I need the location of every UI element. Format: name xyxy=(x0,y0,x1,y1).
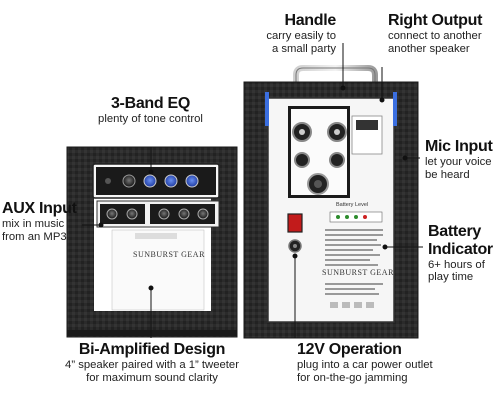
callout-battery-title-1: Battery xyxy=(428,223,482,240)
callout-12v-line-1: plug into a car power outlet xyxy=(297,358,433,371)
left-speaker-unit xyxy=(66,146,238,338)
callout-right-output-line-1: connect to another xyxy=(388,29,482,42)
callout-aux-input-line-2: from an MP3 xyxy=(2,230,67,243)
callout-handle-title: Handle xyxy=(284,12,336,29)
callout-bi-amp-line-1: 4” speaker paired with a 1” tweeter xyxy=(65,358,239,371)
callout-eq: 3-Band EQ plenty of tone control xyxy=(78,95,223,126)
callout-mic-input-line-1: let your voice xyxy=(425,155,492,168)
callout-battery-title-2: Indicator xyxy=(428,240,493,258)
battery-level-label: Battery Level xyxy=(336,202,369,208)
callout-battery-line-2: play time xyxy=(428,271,474,284)
callout-aux-input-line-1: mix in music xyxy=(2,217,65,230)
treble-knob[interactable] xyxy=(185,174,199,188)
right-output-jack[interactable] xyxy=(356,120,378,130)
callout-12v-title: 12V Operation xyxy=(297,341,402,358)
power-switch[interactable] xyxy=(287,213,303,233)
callout-right-output: Right Output connect to another another … xyxy=(388,12,500,55)
callout-handle-line-2: a small party xyxy=(271,42,336,55)
callout-handle-line-1: carry easily to xyxy=(266,29,336,42)
pointer-lines xyxy=(82,43,423,338)
brand-logo-right: SUNBURST GEAR xyxy=(322,268,394,277)
eq-knobs xyxy=(105,174,199,188)
callout-aux-input-title: AUX Input xyxy=(2,200,77,217)
callout-bi-amp-line-2: for maximum sound clarity xyxy=(86,371,218,384)
aux-knob[interactable] xyxy=(126,208,138,220)
mid-knob[interactable] xyxy=(164,174,178,188)
callout-eq-title: 3-Band EQ xyxy=(110,95,191,112)
callout-handle: Handle carry easily to a small party xyxy=(232,12,336,55)
volume-knob[interactable] xyxy=(122,174,136,188)
callout-battery: Battery Indicator 6+ hours of play time xyxy=(428,223,500,284)
callout-right-output-title: Right Output xyxy=(388,12,483,29)
right-speaker-unit xyxy=(243,65,419,339)
callout-mic-input-line-2: be heard xyxy=(425,168,470,181)
callout-right-output-line-2: another speaker xyxy=(388,42,470,55)
callout-bi-amp: Bi-Amplified Design 4” speaker paired wi… xyxy=(52,341,252,384)
callout-eq-line-1: plenty of tone control xyxy=(98,112,203,125)
brand-logo-left: SUNBURST GEAR xyxy=(133,250,205,259)
callout-battery-line-1: 6+ hours of xyxy=(428,258,485,271)
callout-aux-input: AUX Input mix in music from an MP3 xyxy=(2,200,82,243)
callout-mic-input: Mic Input let your voice be heard xyxy=(425,138,500,181)
bass-knob[interactable] xyxy=(143,174,157,188)
callout-mic-input-title: Mic Input xyxy=(425,138,493,155)
callout-12v-line-2: for on-the-go jamming xyxy=(297,371,408,384)
aux-jack-icon[interactable] xyxy=(106,208,118,220)
callout-12v: 12V Operation plug into a car power outl… xyxy=(297,341,497,384)
callout-bi-amp-title: Bi-Amplified Design xyxy=(78,341,226,358)
